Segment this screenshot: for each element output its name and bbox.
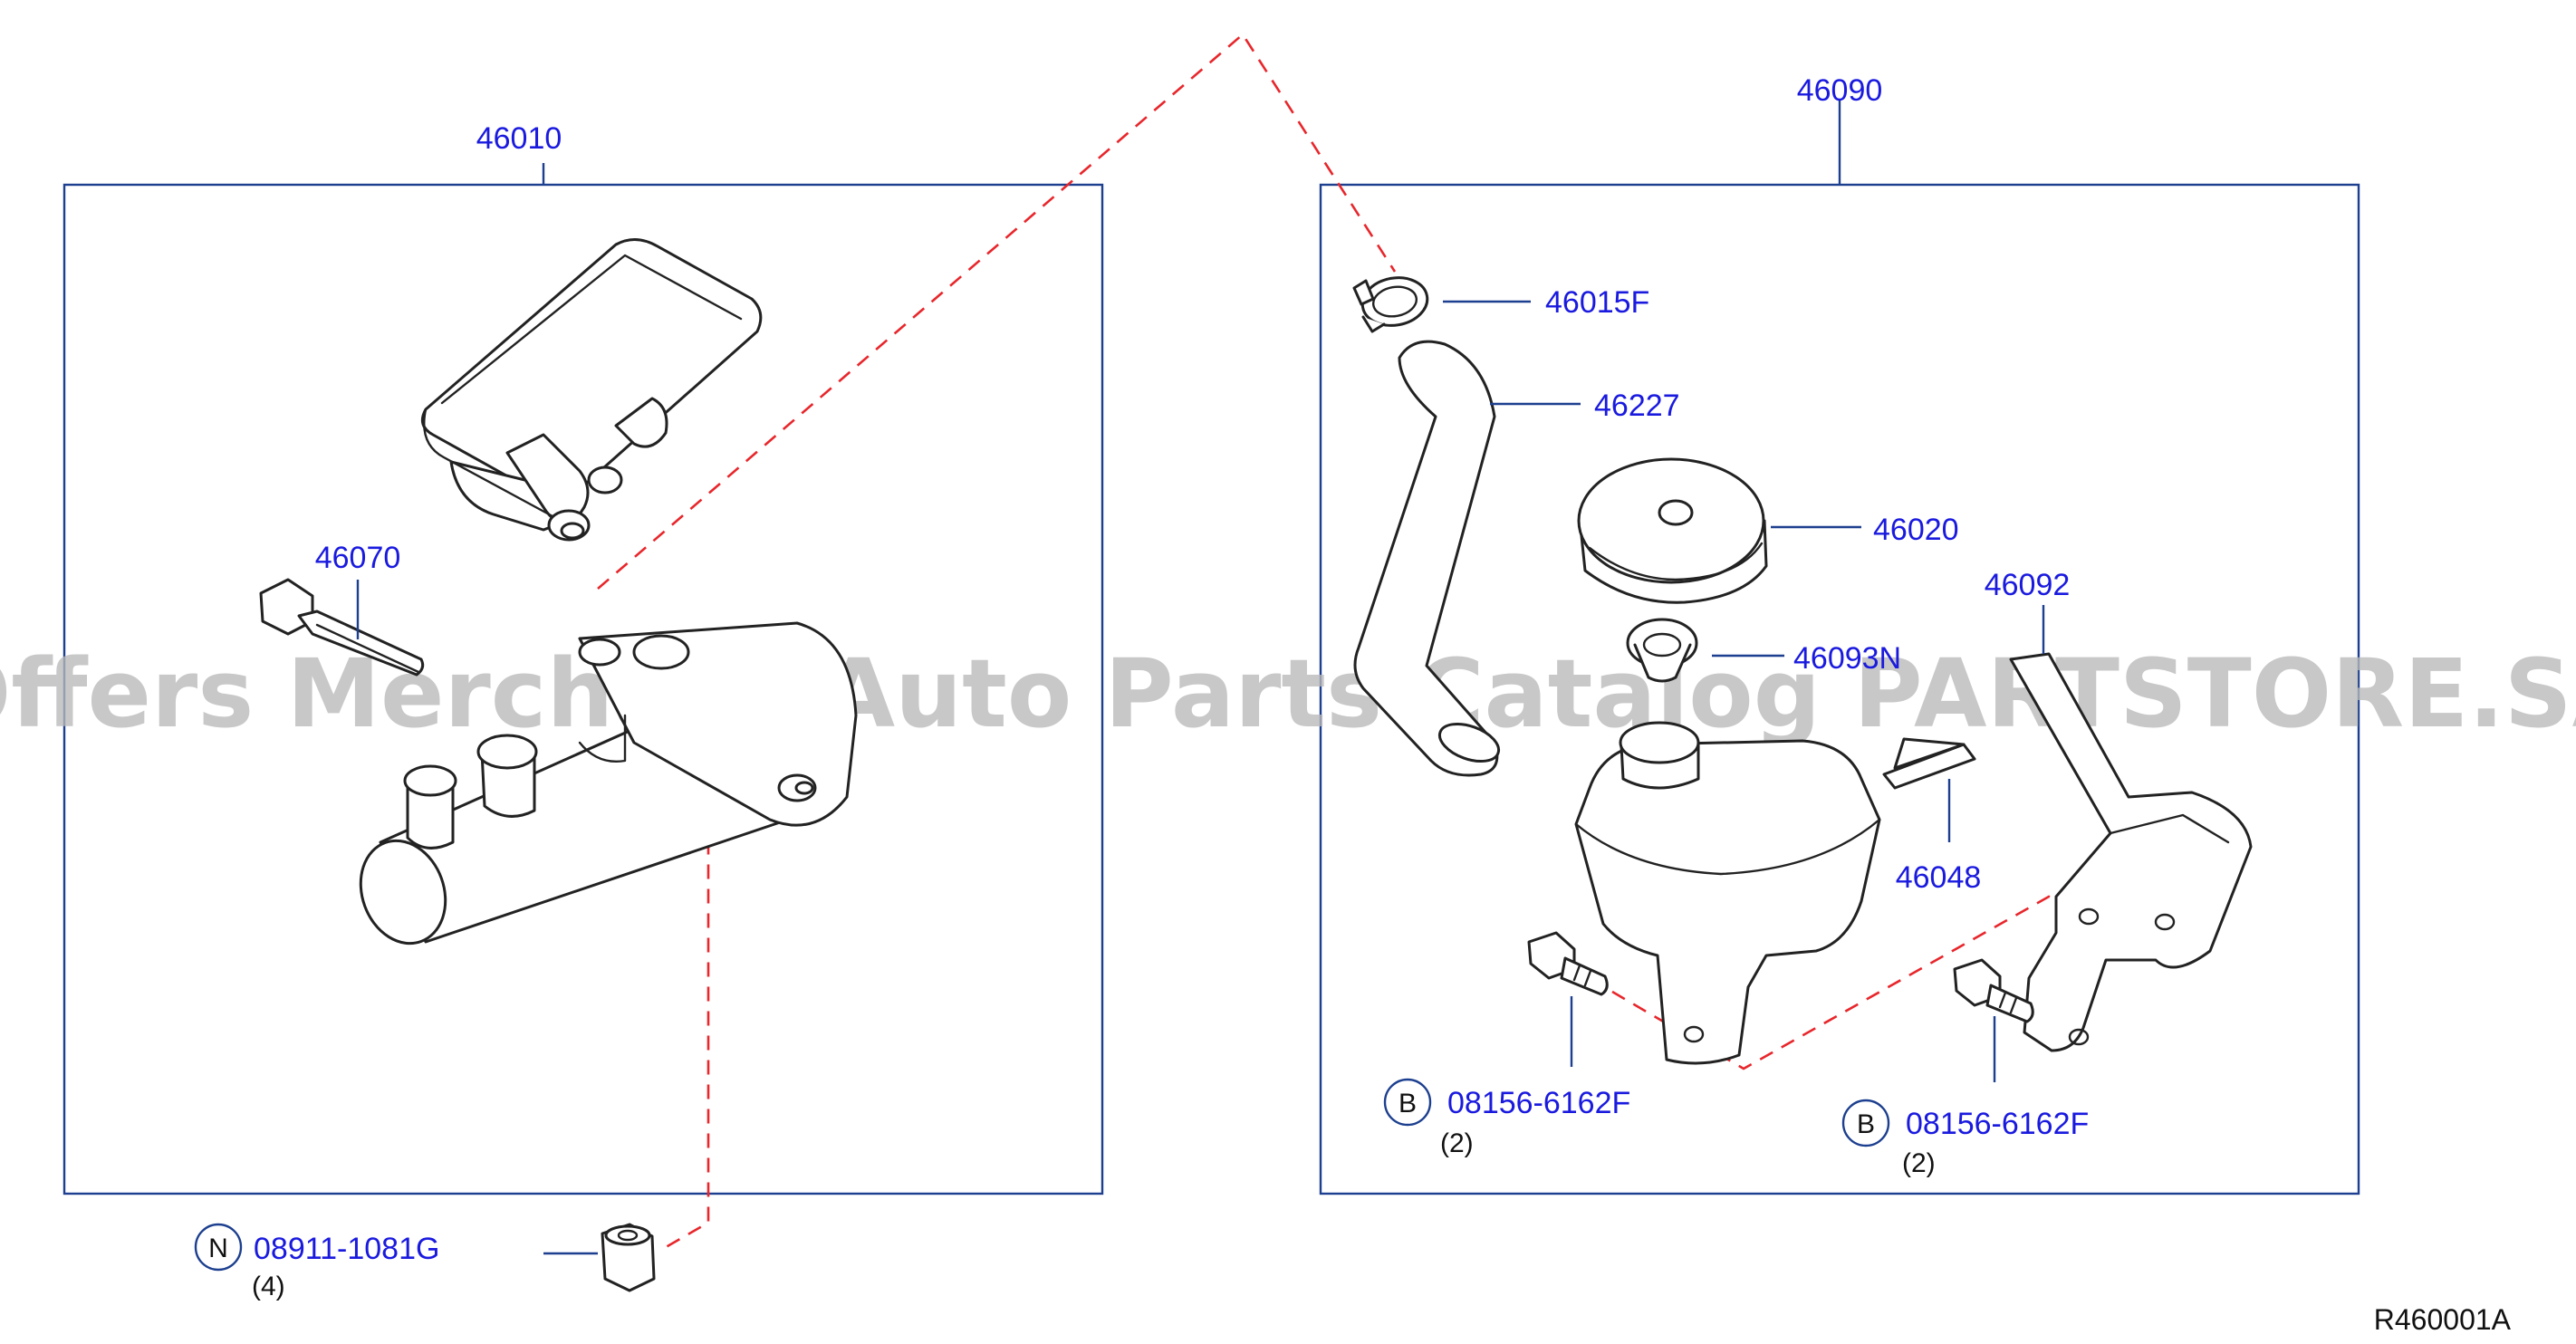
nut-qty: (4): [252, 1272, 285, 1301]
reservoir-bolt-qty: (2): [1440, 1128, 1474, 1158]
hose-clamp-part[interactable]: [1352, 273, 1431, 333]
right-assembly-label[interactable]: 46090: [1797, 73, 1883, 108]
reservoir-bolt-marker-letter: B: [1399, 1089, 1417, 1118]
nut-marker-letter: N: [208, 1234, 228, 1263]
watermark: Offers Merchant Auto Parts Catalog PARTS…: [0, 638, 2576, 749]
p46015F-label[interactable]: 46015F: [1545, 285, 1649, 320]
p46070-label[interactable]: 46070: [315, 541, 401, 575]
bracket-bolt-marker-circle: [1841, 1099, 1890, 1147]
brake-fluid-reservoir-part[interactable]: [1574, 721, 1881, 1065]
p46093N-label[interactable]: 46093N: [1793, 641, 1901, 676]
reservoir-cap-part[interactable]: [1577, 457, 1768, 604]
bracket-bolt-qty: (2): [1902, 1148, 1936, 1178]
nut-label[interactable]: 08911-1081G: [254, 1232, 439, 1266]
diagram-code: R460001A: [2374, 1303, 2512, 1336]
reservoir-hose-part[interactable]: [1353, 340, 1504, 777]
bracket-bolt-label[interactable]: 08156-6162F: [1906, 1107, 2089, 1141]
bleeder-screw-part[interactable]: [259, 578, 425, 677]
p46020-label[interactable]: 46020: [1873, 513, 1959, 547]
reservoir-bolt-label[interactable]: 08156-6162F: [1447, 1086, 1630, 1120]
nut-part[interactable]: [601, 1223, 656, 1292]
p46048-label[interactable]: 46048: [1896, 860, 1982, 895]
reservoir-bracket-part[interactable]: [2009, 652, 2253, 1052]
bracket-bolt-part[interactable]: [1953, 958, 2034, 1023]
bracket-bolt-marker-letter: B: [1857, 1109, 1875, 1139]
reservoir-hose-connection-line: [597, 33, 1397, 590]
p46227-label[interactable]: 46227: [1594, 389, 1680, 423]
left-assembly-label[interactable]: 46010: [476, 121, 562, 156]
reservoir-bolt-part[interactable]: [1527, 931, 1609, 996]
reservoir-connector-part[interactable]: [1882, 737, 1976, 790]
nut-marker-circle: [194, 1223, 243, 1272]
reservoir-strainer-part[interactable]: [1626, 618, 1698, 683]
p46092-label[interactable]: 46092: [1985, 568, 2071, 602]
master-cylinder-part[interactable]: [347, 621, 858, 955]
reservoir-bolt-marker-circle: [1383, 1078, 1432, 1127]
master-cylinder-reservoir-part[interactable]: [420, 238, 763, 542]
left-assembly-box: [62, 183, 1104, 1195]
